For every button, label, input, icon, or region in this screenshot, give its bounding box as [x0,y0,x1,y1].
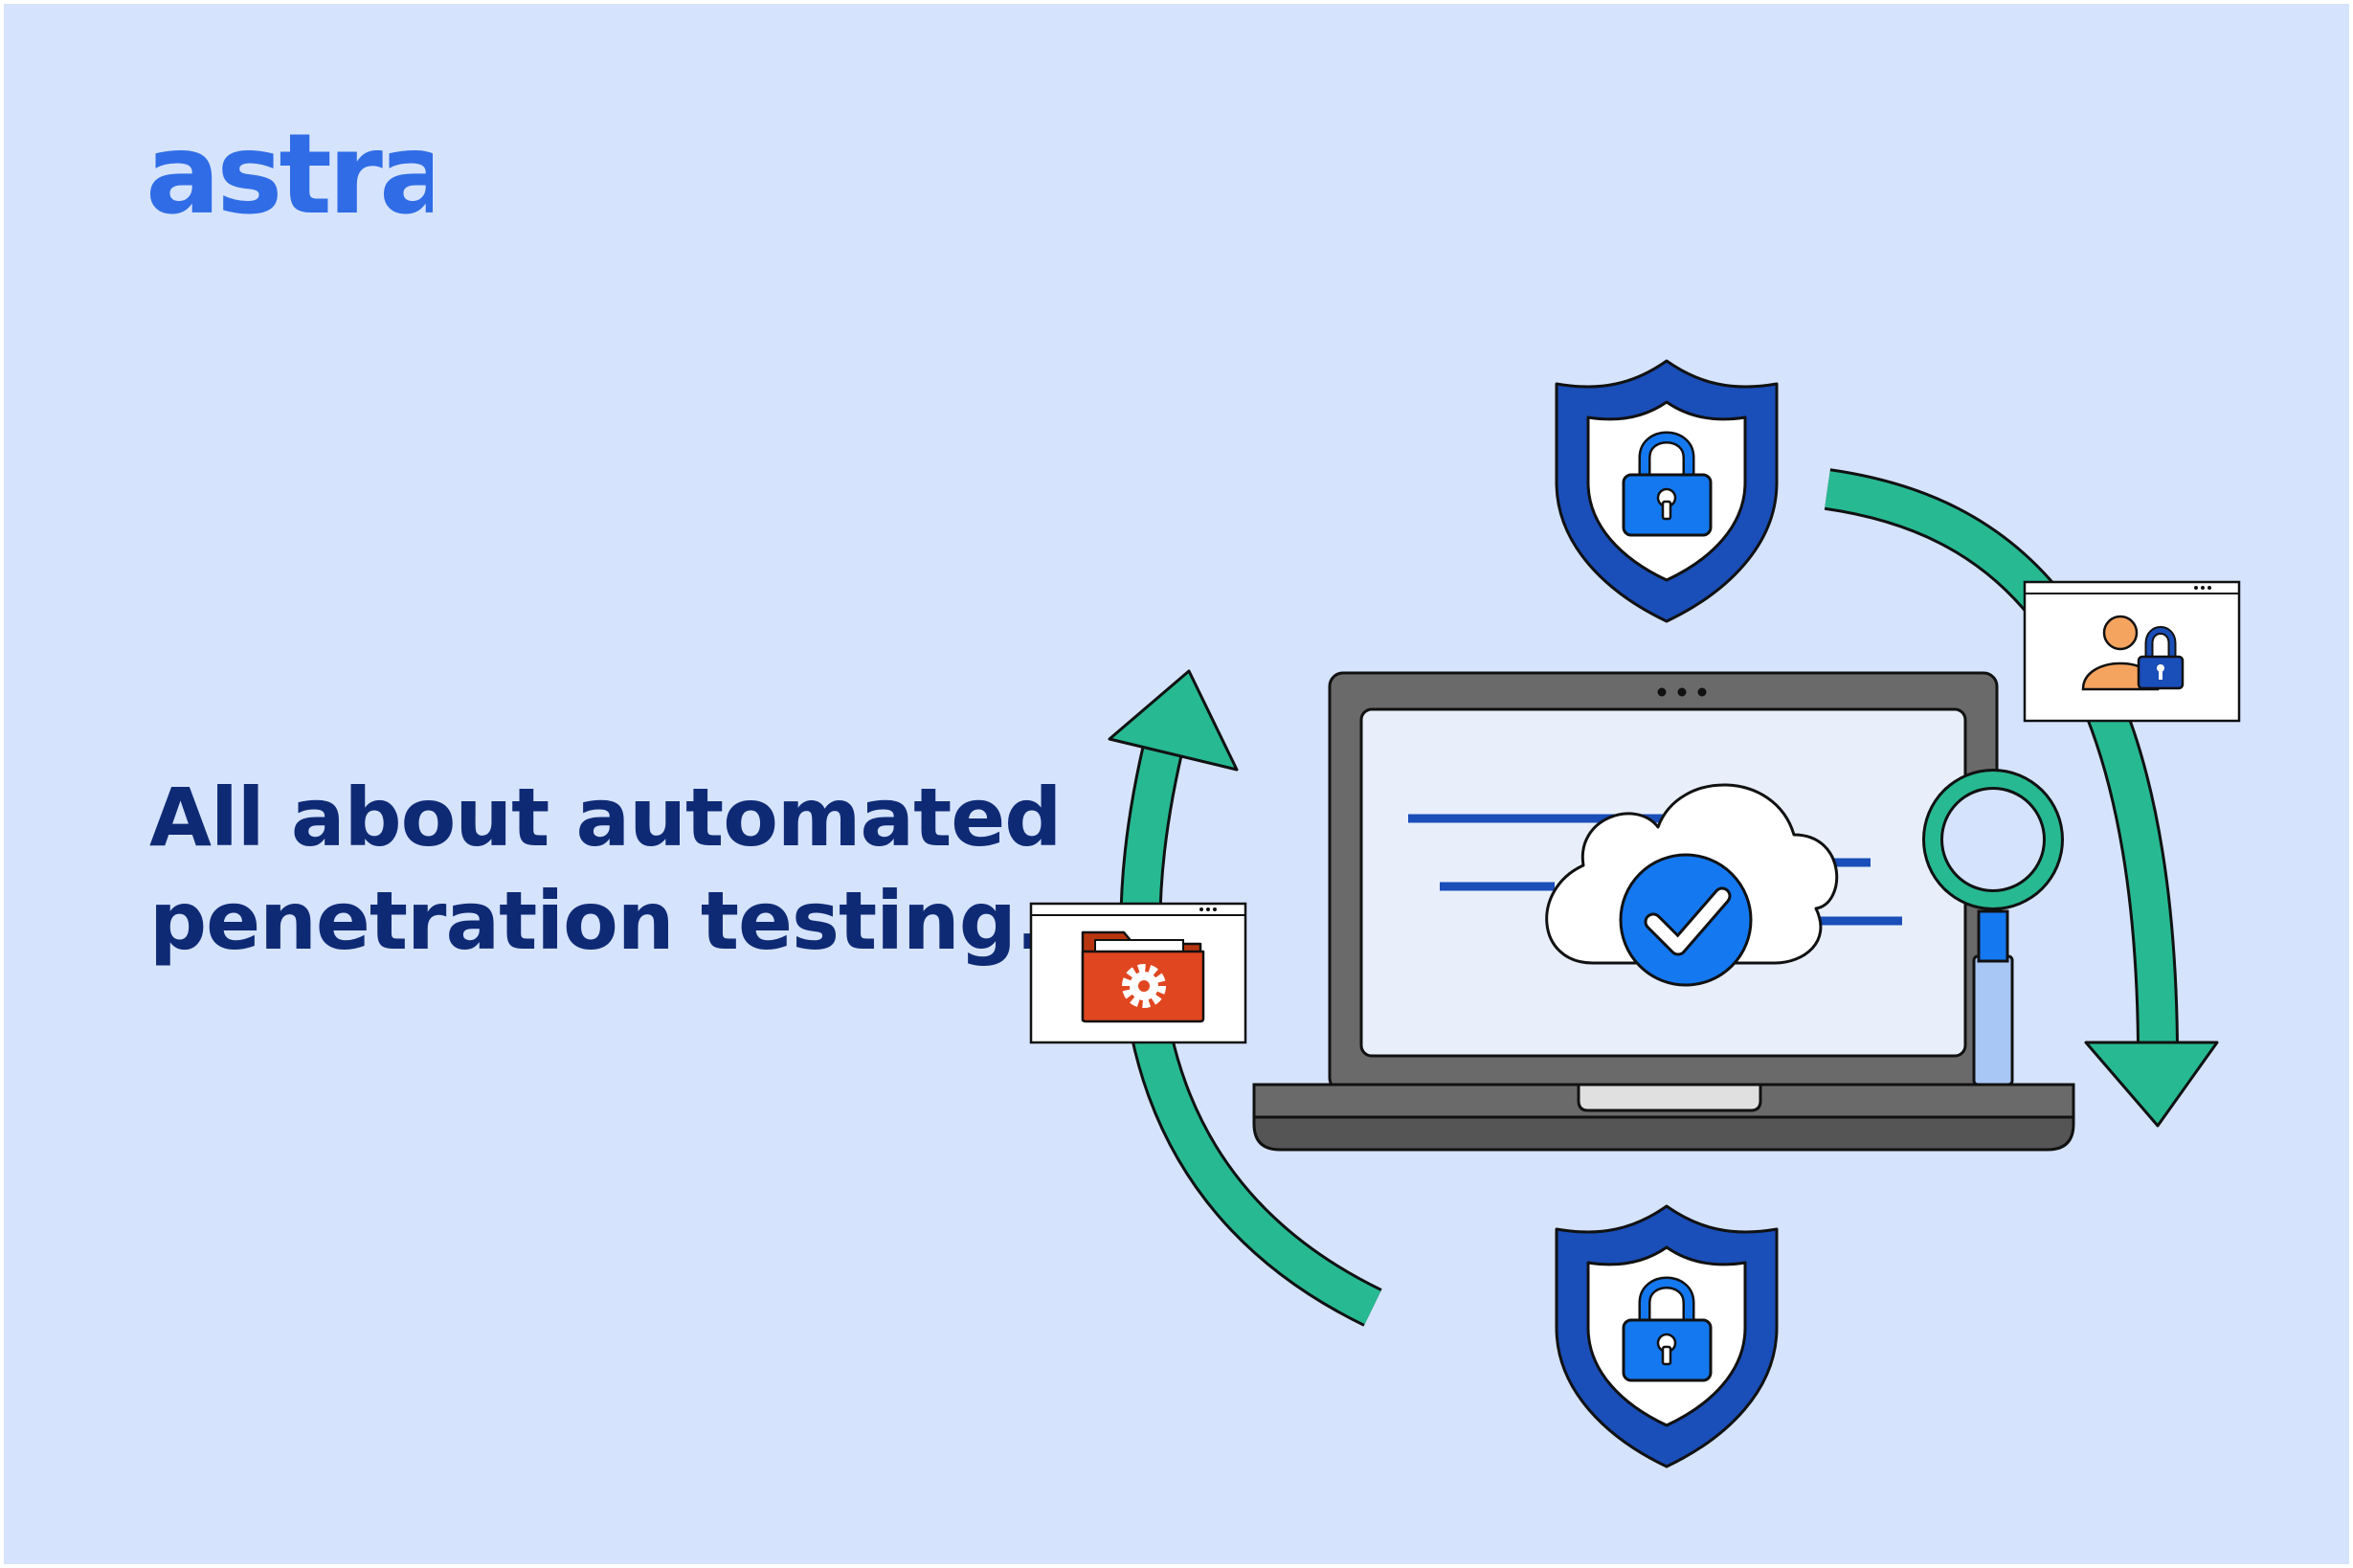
cycle-arrow-left-icon [1108,669,1382,1327]
page-title: All about automated penetration testing. [149,766,1107,973]
headline-line-2: penetration testing. [149,874,1046,968]
cloud-check-icon [1545,783,1839,987]
shield-lock-icon [1555,359,1779,623]
astra-logo: astra [146,117,433,239]
headline-line-1: All about automated [149,771,1062,864]
svg-text:astra: astra [146,117,433,239]
folder-gear-icon [1029,902,1247,1044]
shield-lock-icon [1555,1204,1779,1468]
magnifier-icon [1922,769,2064,1086]
user-lock-icon [2023,580,2241,723]
security-illustration [1029,359,2241,1468]
